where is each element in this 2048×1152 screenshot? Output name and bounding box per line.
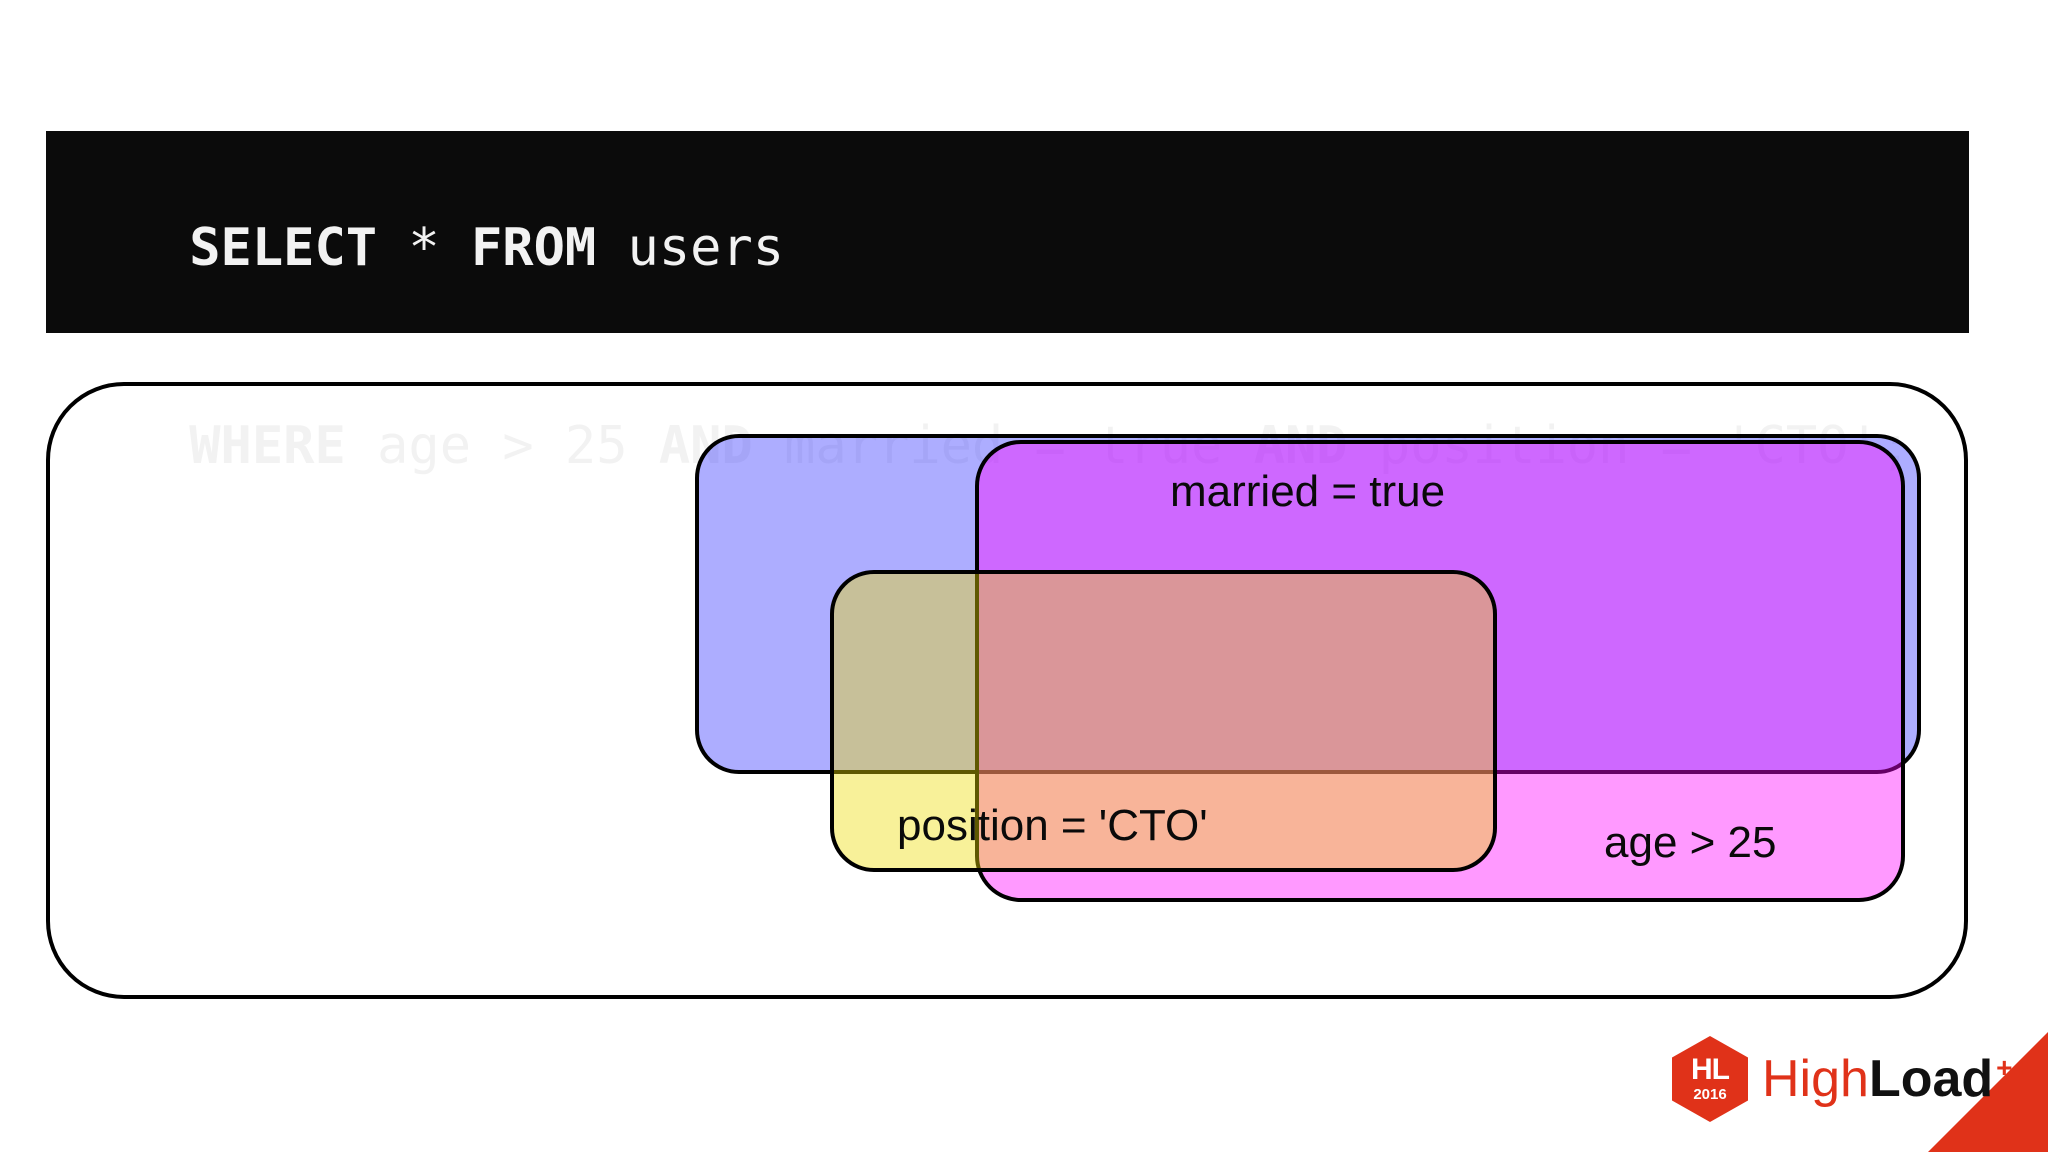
venn-universe-rect xyxy=(46,382,1968,999)
sql-code-block: SELECT * FROM users WHERE age > 25 AND m… xyxy=(46,131,1969,476)
hexagon-icon: HL 2016 xyxy=(1672,1036,1748,1122)
venn-label-age: age > 25 xyxy=(1604,818,1777,867)
logo-word-high: High xyxy=(1762,1050,1869,1108)
sql-keyword-from: FROM xyxy=(471,218,597,278)
sql-cond-age: age > 25 xyxy=(345,416,659,476)
venn-label-position: position = 'CTO' xyxy=(897,801,1208,850)
sql-keyword-select: SELECT xyxy=(189,218,378,278)
venn-label-married: married = true xyxy=(1170,467,1446,516)
venn-set-married xyxy=(695,434,1921,774)
logo-hex-initials: HL xyxy=(1691,1053,1730,1086)
sql-token-star: * xyxy=(377,218,471,278)
venn-set-position xyxy=(830,570,1497,872)
logo-word-plusplus: ++ xyxy=(1996,1052,2029,1083)
sql-cond-married: married = true xyxy=(752,416,1254,476)
sql-keyword-where: WHERE xyxy=(189,416,346,476)
venn-set-age xyxy=(975,440,1905,902)
corner-triangle-decoration xyxy=(1928,1032,2048,1152)
sql-line-1: SELECT * FROM users xyxy=(64,149,1969,347)
sql-keyword-and-2: AND xyxy=(1253,416,1348,476)
sql-token-table: users xyxy=(596,218,785,278)
logo-word-load: Load xyxy=(1868,1050,1994,1108)
logo-hex-year: 2016 xyxy=(1693,1086,1727,1103)
